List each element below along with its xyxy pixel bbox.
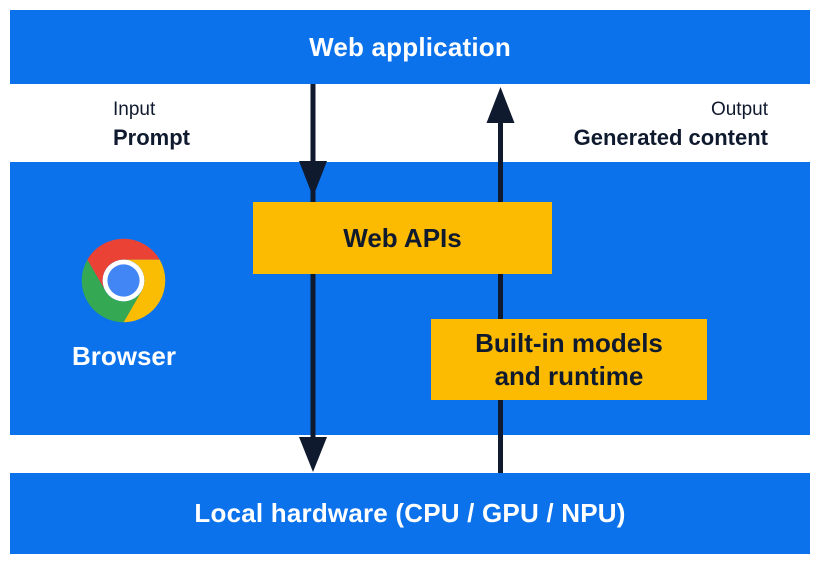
web-application-label: Web application [309,31,511,62]
chrome-logo-icon [81,238,166,323]
local-hardware-label: Local hardware (CPU / GPU / NPU) [194,498,626,528]
built-in-models-label-line1: Built-in models [475,328,663,358]
input-kind-label: Input [113,99,156,120]
built-in-models-box: Built-in models and runtime [431,319,707,400]
input-caption: Input Prompt [113,99,190,151]
built-in-models-label-line2: and runtime [494,360,644,391]
web-apis-box: Web APIs [253,202,552,274]
local-hardware-band: Local hardware (CPU / GPU / NPU) [10,473,810,554]
chrome-logo-red-segment [87,238,160,291]
browser-label: Browser [71,341,177,371]
output-caption: Output Generated content [574,99,768,151]
web-apis-label: Web APIs [343,222,462,253]
generated-content-label: Generated content [573,124,768,150]
web-application-band: Web application [10,10,810,84]
output-kind-label: Output [710,99,768,120]
chrome-logo-blue-center [107,264,140,297]
prompt-label: Prompt [113,124,190,150]
chrome-logo-yellow-segment [123,259,166,323]
chrome-logo-green-segment [81,259,142,323]
